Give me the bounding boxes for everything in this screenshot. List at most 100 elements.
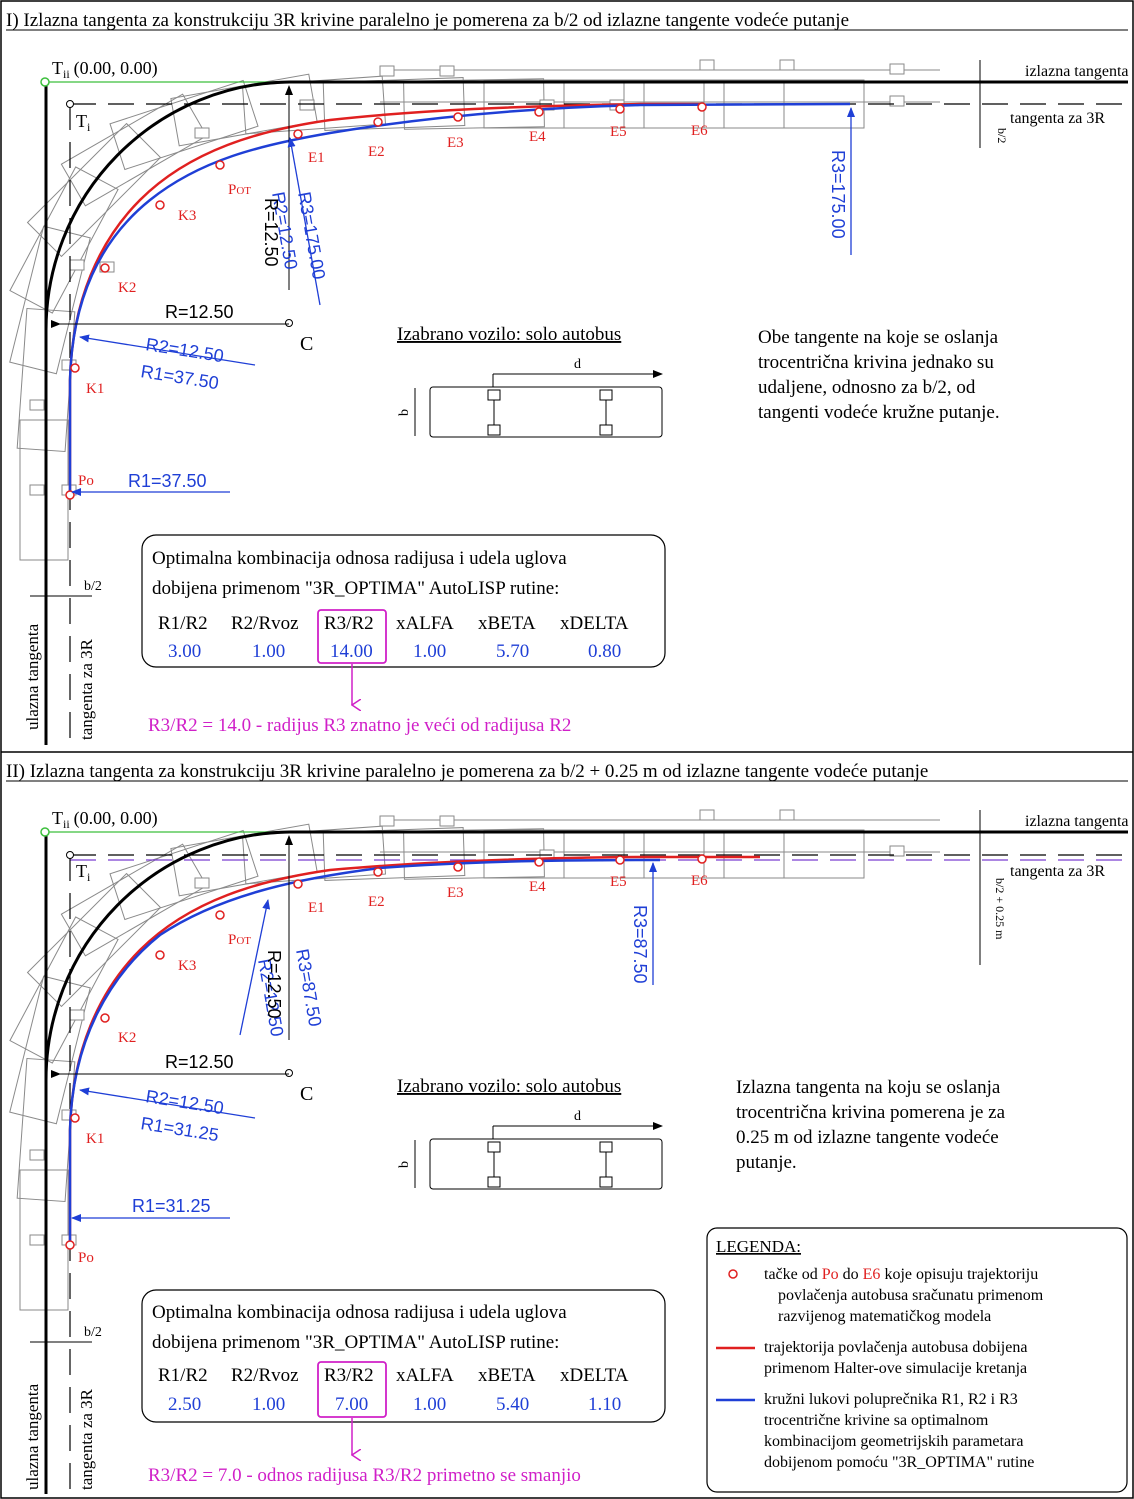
r1-bottom-label-2: R1=31.25: [132, 1196, 211, 1216]
r2-label-2: R2=12.50: [144, 1086, 225, 1118]
svg-text:1.00: 1.00: [252, 1394, 285, 1415]
radius-vehicle-label-2: R=12.50: [165, 1052, 234, 1072]
svg-text:xALFA: xALFA: [396, 613, 454, 634]
r3-mid-label-2: R3=87.50: [292, 947, 325, 1028]
svg-text:udaljene, odnosno za b/2, od: udaljene, odnosno za b/2, od: [758, 377, 976, 398]
svg-text:xDELTA: xDELTA: [560, 1365, 629, 1386]
entry-tangent-label: ulazna tangenta: [23, 623, 42, 730]
point-labels-2: E1 E2 E3 E4 E5 E6 K1 K2 K3 POT Po: [78, 873, 708, 1266]
svg-text:R2/Rvoz: R2/Rvoz: [231, 1365, 299, 1386]
label-e2: E2: [368, 144, 385, 160]
svg-text:razvijenog matematičkog modela: razvijenog matematičkog modela: [778, 1308, 991, 1325]
panel-2: II) Izlazna tangenta za konstrukciju 3R …: [6, 761, 1129, 1494]
svg-text:1.00: 1.00: [252, 641, 285, 662]
label-k2: K2: [118, 280, 136, 296]
center-c-label-2: C: [300, 1083, 313, 1105]
trajectory-points: [65, 102, 707, 500]
r1-bottom-label: R1=37.50: [128, 471, 207, 491]
svg-text:xDELTA: xDELTA: [560, 613, 629, 634]
offset-dim-label-2: b/2 + 0.25 m: [993, 878, 1007, 940]
svg-text:trocentrična krivina pomerena: trocentrična krivina pomerena je za: [736, 1102, 1006, 1123]
legend-item-2: trajektorija povlačenja autobusa dobijen…: [764, 1339, 1027, 1377]
three-center-curve-2: [68, 858, 661, 1245]
svg-text:R1/R2: R1/R2: [158, 1365, 208, 1386]
svg-text:xALFA: xALFA: [396, 1365, 454, 1386]
optima-values-2: 2.50 1.00 7.00 1.00 5.40 1.10: [168, 1394, 621, 1415]
guiding-arc: [44, 80, 291, 331]
point-labels: E1 E2 E3 E4 E5 E6 K1 K2 K3 POT Po: [78, 123, 708, 489]
vehicle-b-label-2: b: [397, 1161, 412, 1168]
svg-text:7.00: 7.00: [335, 1394, 368, 1415]
svg-text:POT: POT: [228, 932, 251, 948]
svg-text:K1: K1: [86, 1131, 104, 1147]
svg-text:trocentrične krivine sa optima: trocentrične krivine sa optimalnom: [764, 1412, 989, 1429]
ti-point: [66, 100, 74, 108]
label-pot: POT: [228, 182, 251, 198]
svg-text:5.40: 5.40: [496, 1394, 529, 1415]
ti-label: Ti: [76, 111, 91, 134]
svg-text:E6: E6: [691, 873, 708, 889]
trajectory-points-2: [65, 854, 707, 1250]
highlight-r3r2-2: [317, 1361, 387, 1418]
svg-text:E2: E2: [368, 894, 385, 910]
label-e4: E4: [529, 129, 546, 145]
optima-line-1: Optimalna kombinacija odnosa radijusa i …: [152, 548, 567, 569]
entry-tangent-label-2: ulazna tangenta: [23, 1383, 42, 1490]
conclusion-text: R3/R2 = 14.0 - radijus R3 znatno je veći…: [148, 715, 571, 736]
label-k3: K3: [178, 208, 196, 224]
optima-box-2: [141, 1289, 666, 1423]
r3-mid-leader-2: [239, 899, 271, 1036]
r1-label-2: R1=31.25: [139, 1113, 220, 1145]
label-po: Po: [78, 473, 94, 489]
panel-2-note: Izlazna tangenta na koju se oslanja troc…: [736, 1077, 1006, 1173]
center-c-label: C: [300, 333, 313, 355]
panel-1-note: Obe tangente na koje se oslanja trocentr…: [758, 327, 1000, 423]
legend-title: LEGENDA:: [716, 1237, 801, 1256]
svg-text:E3: E3: [447, 885, 464, 901]
svg-text:xBETA: xBETA: [478, 1365, 536, 1386]
optima-values: 3.00 1.00 14.00 1.00 5.70 0.80: [168, 641, 621, 662]
svg-text:tangenti vodeće kružne putanje: tangenti vodeće kružne putanje.: [758, 402, 1000, 423]
vehicle-title-2: Izabrano vozilo: solo autobus: [397, 1076, 621, 1097]
svg-text:1.00: 1.00: [413, 641, 446, 662]
svg-text:2.50: 2.50: [168, 1394, 201, 1415]
legend-item-3: kružni lukovi poluprečnika R1, R2 i R3 t…: [764, 1391, 1034, 1471]
optima-box: [141, 534, 666, 668]
r-mid-label: R=12.50: [261, 198, 281, 267]
svg-text:primenom Halter-ove simulacije: primenom Halter-ove simulacije kretanja: [764, 1360, 1027, 1377]
highlight-r3r2: [317, 609, 387, 664]
vehicle-title: Izabrano vozilo: solo autobus: [397, 324, 621, 345]
r-mid-label-2: R=12.50: [264, 950, 284, 1019]
optima-line-1-2: Optimalna kombinacija odnosa radijusa i …: [152, 1302, 567, 1323]
tangent-3r-label: tangenta za 3R: [1010, 110, 1105, 127]
svg-text:R1/R2: R1/R2: [158, 613, 208, 634]
exit-tangent-label-2: izlazna tangenta: [1025, 813, 1129, 830]
tangent-3r-vertical-label: tangenta za 3R: [77, 638, 96, 740]
svg-text:E1: E1: [308, 900, 325, 916]
b2-label-2: b/2: [84, 1325, 102, 1340]
r3-mid-leader: [287, 137, 321, 306]
svg-text:Obe tangente na koje se oslanj: Obe tangente na koje se oslanja: [758, 327, 999, 348]
three-center-curve: [68, 102, 851, 495]
axle-marks: [29, 59, 905, 496]
legend-item-1: tačke od Po do E6 koje opisuju trajektor…: [764, 1266, 1044, 1325]
svg-text:14.00: 14.00: [330, 641, 373, 662]
vehicle-plan-2: [414, 1122, 663, 1190]
conclusion-text-2: R3/R2 = 7.0 - odnos radijusa R3/R2 prime…: [148, 1465, 581, 1486]
svg-text:0.80: 0.80: [588, 641, 621, 662]
vehicle-b-label: b: [397, 409, 412, 416]
svg-text:dobijenom pomoću "3R_OPTIMA" r: dobijenom pomoću "3R_OPTIMA" rutine: [764, 1454, 1034, 1471]
optima-line-2: dobijena primenom "3R_OPTIMA" AutoLISP r…: [152, 578, 559, 599]
label-k1: K1: [86, 381, 104, 397]
svg-text:xBETA: xBETA: [478, 613, 536, 634]
r3-right-label-2: R3=87.50: [630, 905, 650, 984]
tii-point-2: [40, 827, 50, 837]
svg-text:R3/R2: R3/R2: [324, 1365, 374, 1386]
svg-text:K2: K2: [118, 1030, 136, 1046]
svg-text:Po: Po: [78, 1250, 94, 1266]
panel-1: I) Izlazna tangenta za konstrukciju 3R k…: [6, 10, 1129, 745]
guiding-arc-2: [44, 830, 291, 1081]
offset-dim-label: b/2: [995, 128, 1009, 143]
